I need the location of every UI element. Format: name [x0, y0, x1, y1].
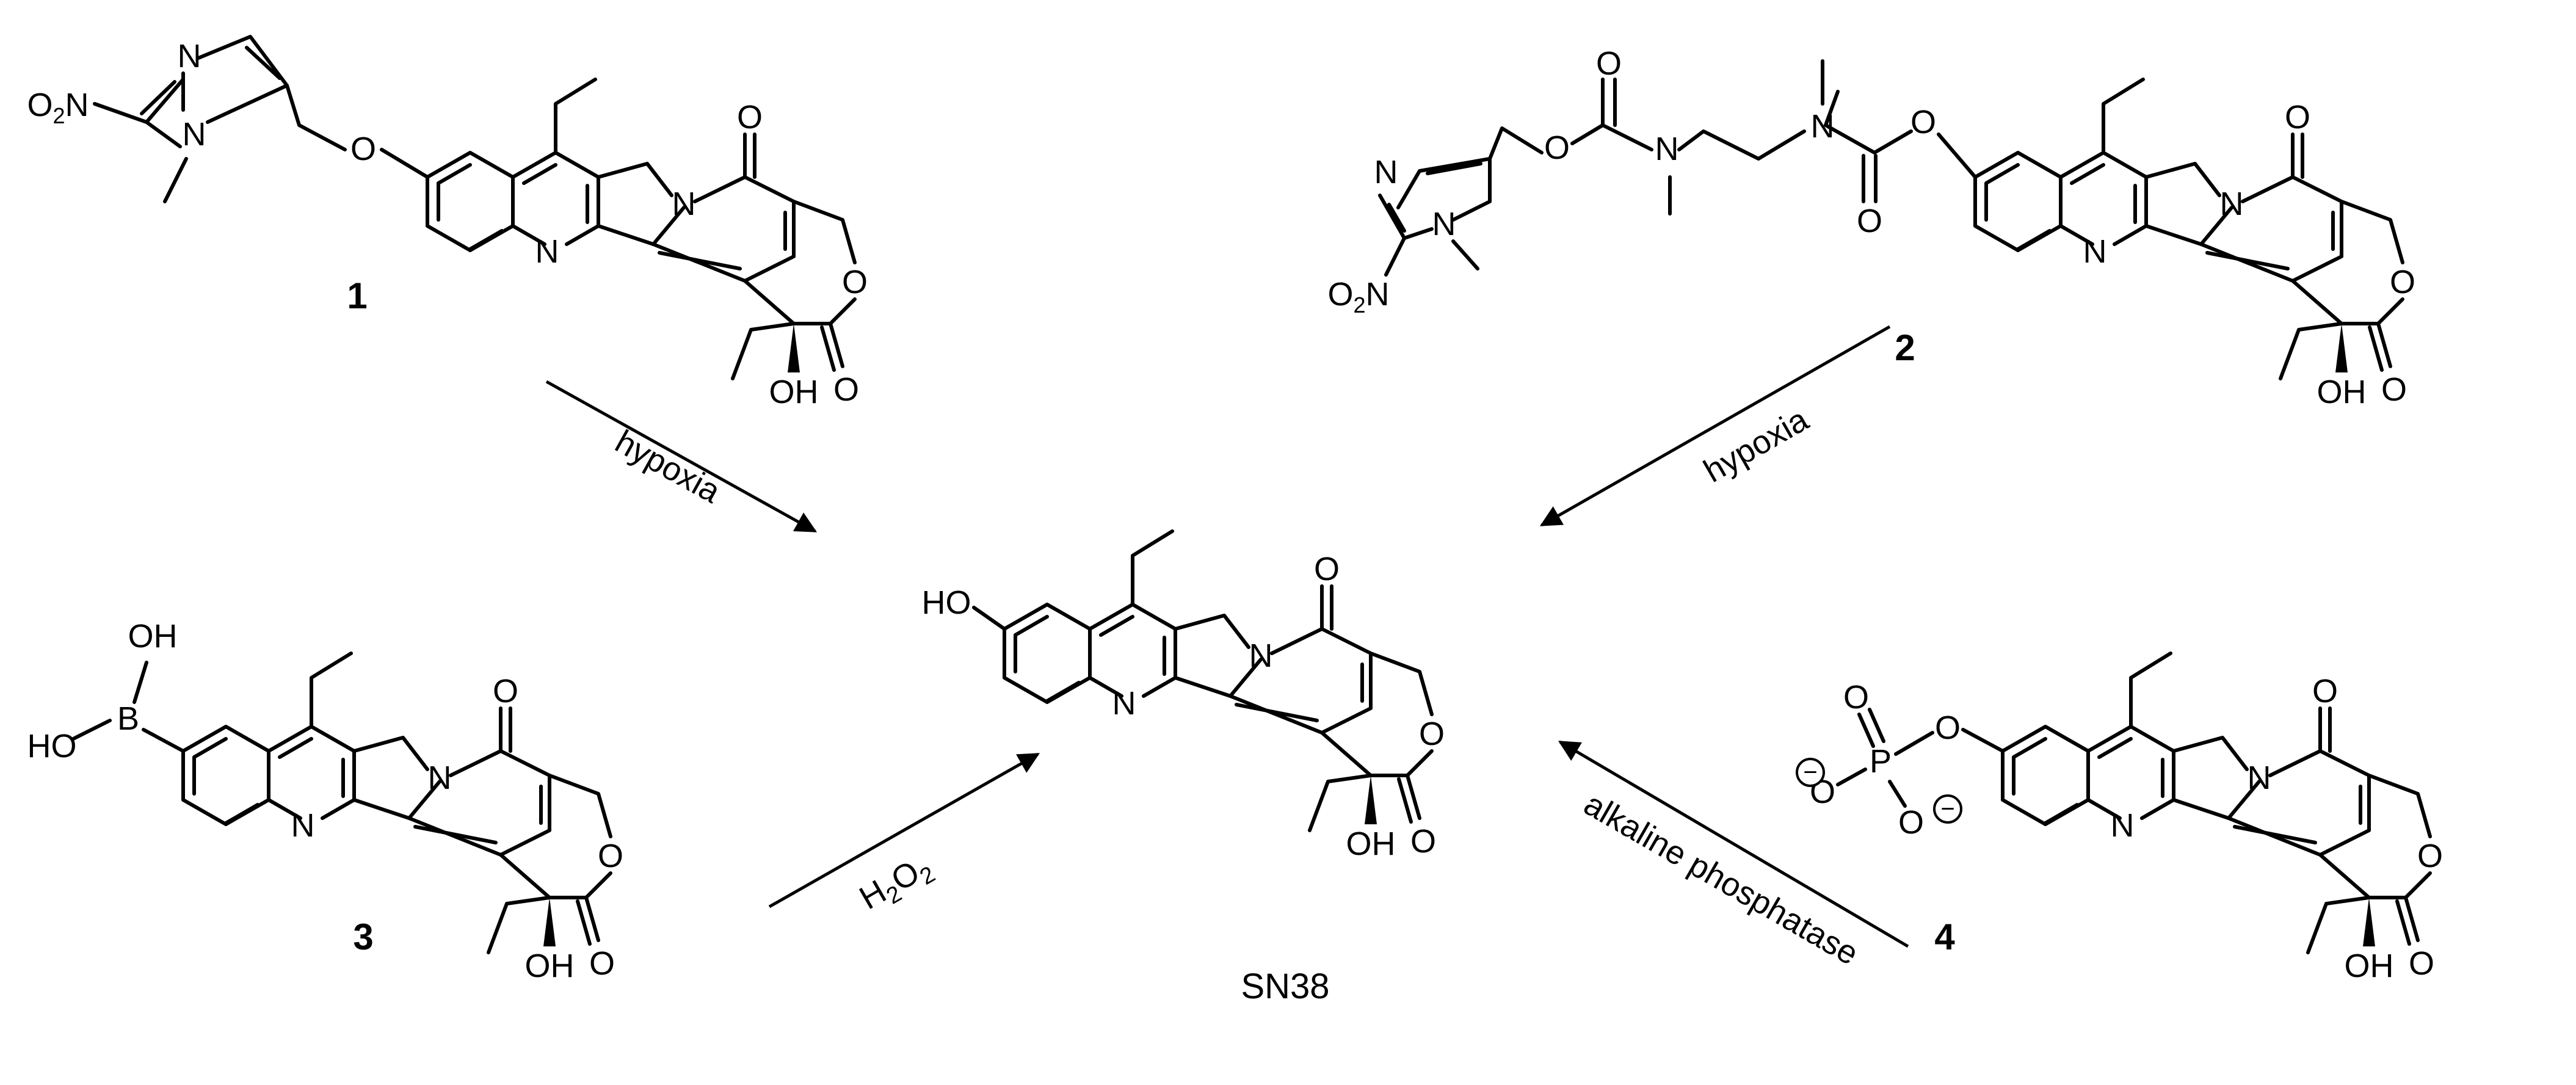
- atom-O: O: [1843, 679, 1869, 716]
- atom-N: N: [2248, 760, 2271, 796]
- sn38-structure: N N O O O OH HO SN38: [922, 531, 1445, 1006]
- atom-O: O: [2285, 99, 2310, 136]
- atom-N: N: [1112, 685, 1136, 722]
- atom-P: P: [1870, 743, 1892, 780]
- compound-4-label: 4: [1934, 916, 1955, 957]
- atom-O: O: [2390, 264, 2415, 300]
- compound-1-structure: N N O O O OH O N N O2N 1: [27, 35, 868, 410]
- compound-3-structure: N N O O O OH B OH HO 3: [27, 618, 624, 984]
- arrow-3: H2O2: [768, 752, 1040, 921]
- condition-alkaline-phosphatase: alkaline phosphatase: [1578, 786, 1864, 973]
- atom-O: O: [1935, 709, 1961, 746]
- atom-O: O: [1857, 203, 1882, 239]
- atom-O: O: [1910, 104, 1936, 140]
- atom-N: N: [1249, 637, 1273, 674]
- atom-N: N: [1655, 131, 1679, 167]
- condition-h2o2: H2O2: [854, 847, 940, 921]
- atom-HO: HO: [922, 584, 971, 621]
- atom-O: O: [2417, 838, 2443, 874]
- reaction-arrow-3: [768, 752, 1040, 909]
- atom-OH: OH: [2345, 948, 2394, 984]
- atom-N: N: [1432, 206, 1456, 242]
- atom-O: O: [1898, 804, 1924, 841]
- atom-O: O: [1596, 45, 1622, 82]
- atom-OH: OH: [769, 374, 819, 410]
- condition-hypoxia-1: hypoxia: [609, 423, 727, 510]
- arrow-2: hypoxia: [1539, 325, 1891, 527]
- compound-2-structure: N N O O O OH O O N N O O N N O2N 2: [1327, 45, 2415, 410]
- atom-N: N: [178, 38, 201, 74]
- atom-N: N: [1811, 108, 1835, 145]
- atom-O: O: [589, 945, 615, 982]
- atom-O: O: [2312, 673, 2338, 709]
- compound-1-label: 1: [347, 275, 367, 316]
- atom-O: O: [1419, 716, 1445, 752]
- atom-OH: OH: [1346, 826, 1396, 862]
- atom-OH: OH: [525, 948, 575, 984]
- negative-charge: −: [1803, 759, 1817, 786]
- atom-N: N: [535, 233, 559, 270]
- nitro-group: O2N: [27, 87, 89, 128]
- atom-N: N: [291, 807, 315, 844]
- compound-2-label: 2: [1895, 327, 1915, 368]
- compound-3-label: 3: [353, 916, 373, 957]
- reaction-arrow-4: [1558, 740, 1909, 948]
- reaction-arrow-1: [545, 380, 818, 533]
- reaction-arrow-2: [1539, 325, 1891, 527]
- atom-OH: OH: [128, 618, 178, 655]
- atom-O: O: [833, 371, 859, 408]
- condition-hypoxia-2: hypoxia: [1697, 401, 1815, 490]
- atom-O: O: [1410, 823, 1436, 860]
- atom-O: O: [842, 264, 868, 300]
- nitro-group: O2N: [1327, 276, 1389, 318]
- atom-O: O: [2409, 945, 2434, 982]
- atom-N: N: [1374, 154, 1398, 191]
- atom-N: N: [2220, 186, 2244, 222]
- atom-O: O: [2381, 371, 2407, 408]
- sn38-label: SN38: [1241, 967, 1329, 1006]
- atom-O: O: [1544, 129, 1570, 166]
- negative-charge: −: [1940, 796, 1954, 822]
- atom-O: O: [1314, 551, 1340, 587]
- atom-O: O: [737, 99, 763, 136]
- atom-N: N: [428, 760, 452, 796]
- atom-O: O: [493, 673, 518, 709]
- atom-N: N: [183, 116, 206, 153]
- atom-N: N: [2083, 233, 2107, 270]
- atom-OH: OH: [2317, 374, 2367, 410]
- atom-N: N: [672, 186, 696, 222]
- atom-B: B: [117, 700, 139, 737]
- atom-O: O: [598, 838, 623, 874]
- compound-4-structure: N N O O O OH O P O O O − − 4: [1796, 653, 2443, 984]
- negative-charge-icon: [1933, 794, 1962, 824]
- atom-O: O: [350, 131, 376, 167]
- atom-N: N: [2111, 807, 2135, 844]
- negative-charge-icon: [1796, 758, 1825, 787]
- atom-HO: HO: [27, 728, 77, 764]
